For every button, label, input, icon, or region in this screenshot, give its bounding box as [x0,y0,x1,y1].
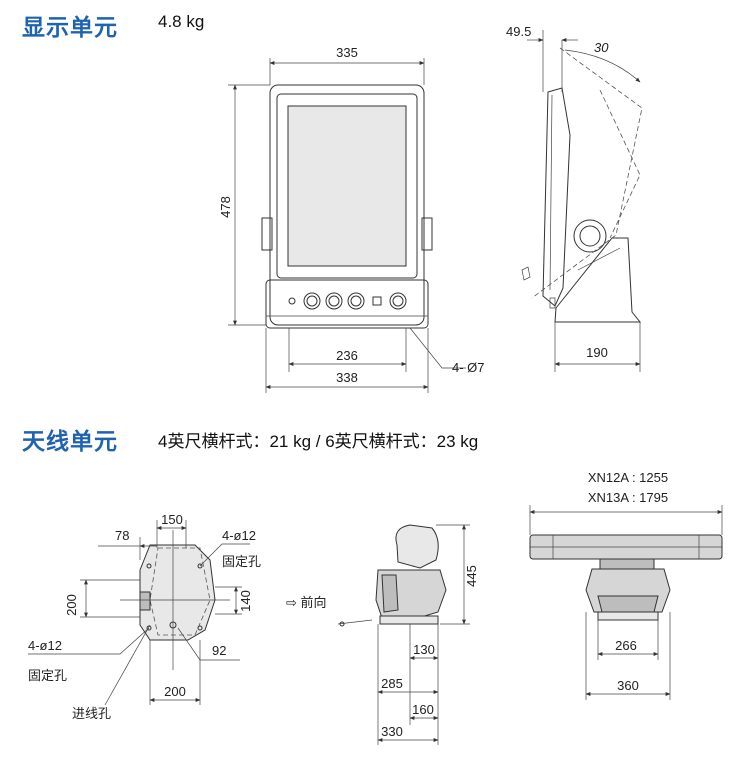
knob-4 [389,292,407,310]
antenna-unit-title: 天线单元 [22,429,118,455]
dim-445: 445 [464,565,479,587]
antenna-top-body [139,544,216,641]
dim-140: 140 [238,590,253,612]
cable-port [139,591,151,611]
dim-78: 78 [115,528,129,543]
dim-190: 190 [586,345,608,360]
holes-bottom-label: 4-ø12 [28,638,62,653]
antenna-unit-weight: 4英尺横杆式：21 kg / 6英尺横杆式：23 kg [158,432,479,451]
knob-3 [347,292,365,310]
dim-160: 160 [412,702,434,717]
xn13a-label: XN13A : 1795 [588,490,668,505]
display-base [265,279,429,329]
dim-335: 335 [336,45,358,60]
dim-92: 92 [212,643,226,658]
right-bracket [421,217,433,251]
dim-338: 338 [336,370,358,385]
cable-entry-label: 进线孔 [72,706,111,721]
xn12a-label: XN12A : 1255 [588,470,668,485]
dim-49-5: 49.5 [506,24,531,39]
display-side-view: 30 49.5 190 [506,24,643,372]
antenna-side-view: 445 130 285 160 330 [337,524,479,745]
antenna-top-view: 150 78 200 140 4-ø12 固定孔 4-ø12 固定孔 92 20… [28,512,261,721]
front-base [597,611,659,621]
forward-label: ⇨ 前向 [286,595,327,610]
radiator-mount [599,558,655,570]
power-led [288,297,296,305]
knob-2 [325,292,343,310]
antenna-rotor [395,524,439,569]
fix-bottom-label: 固定孔 [28,668,67,683]
dim-330: 330 [381,724,403,739]
screen-frame [276,93,418,279]
dim-285: 285 [381,676,403,691]
button-square [372,296,382,306]
screen [287,105,407,267]
dim-130: 130 [413,642,435,657]
display-bezel [269,84,425,326]
dim-200-h: 200 [164,684,186,699]
side-body-upright [542,87,571,307]
dim-266: 266 [615,638,637,653]
display-unit-title: 显示单元 [22,15,118,41]
dim-478: 478 [218,196,233,218]
left-bracket [261,217,273,251]
dim-360: 360 [617,678,639,693]
display-unit-weight: 4.8 kg [158,12,205,31]
fix-top-label: 固定孔 [222,554,261,569]
antenna-base [379,615,439,625]
display-front-view: 335 478 236 338 4- Ø7 [218,45,485,393]
holes-label: 4- Ø7 [452,360,485,375]
holes-top-label: 4-ø12 [222,528,256,543]
dim-150: 150 [161,512,183,527]
dim-200-v: 200 [64,594,79,616]
knob-1 [303,292,321,310]
dim-angle-30: 30 [594,40,609,55]
antenna-front-view: XN12A : 1255 XN13A : 1795 266 360 [529,470,723,700]
pivot-knob [573,219,607,253]
dim-236: 236 [336,348,358,363]
